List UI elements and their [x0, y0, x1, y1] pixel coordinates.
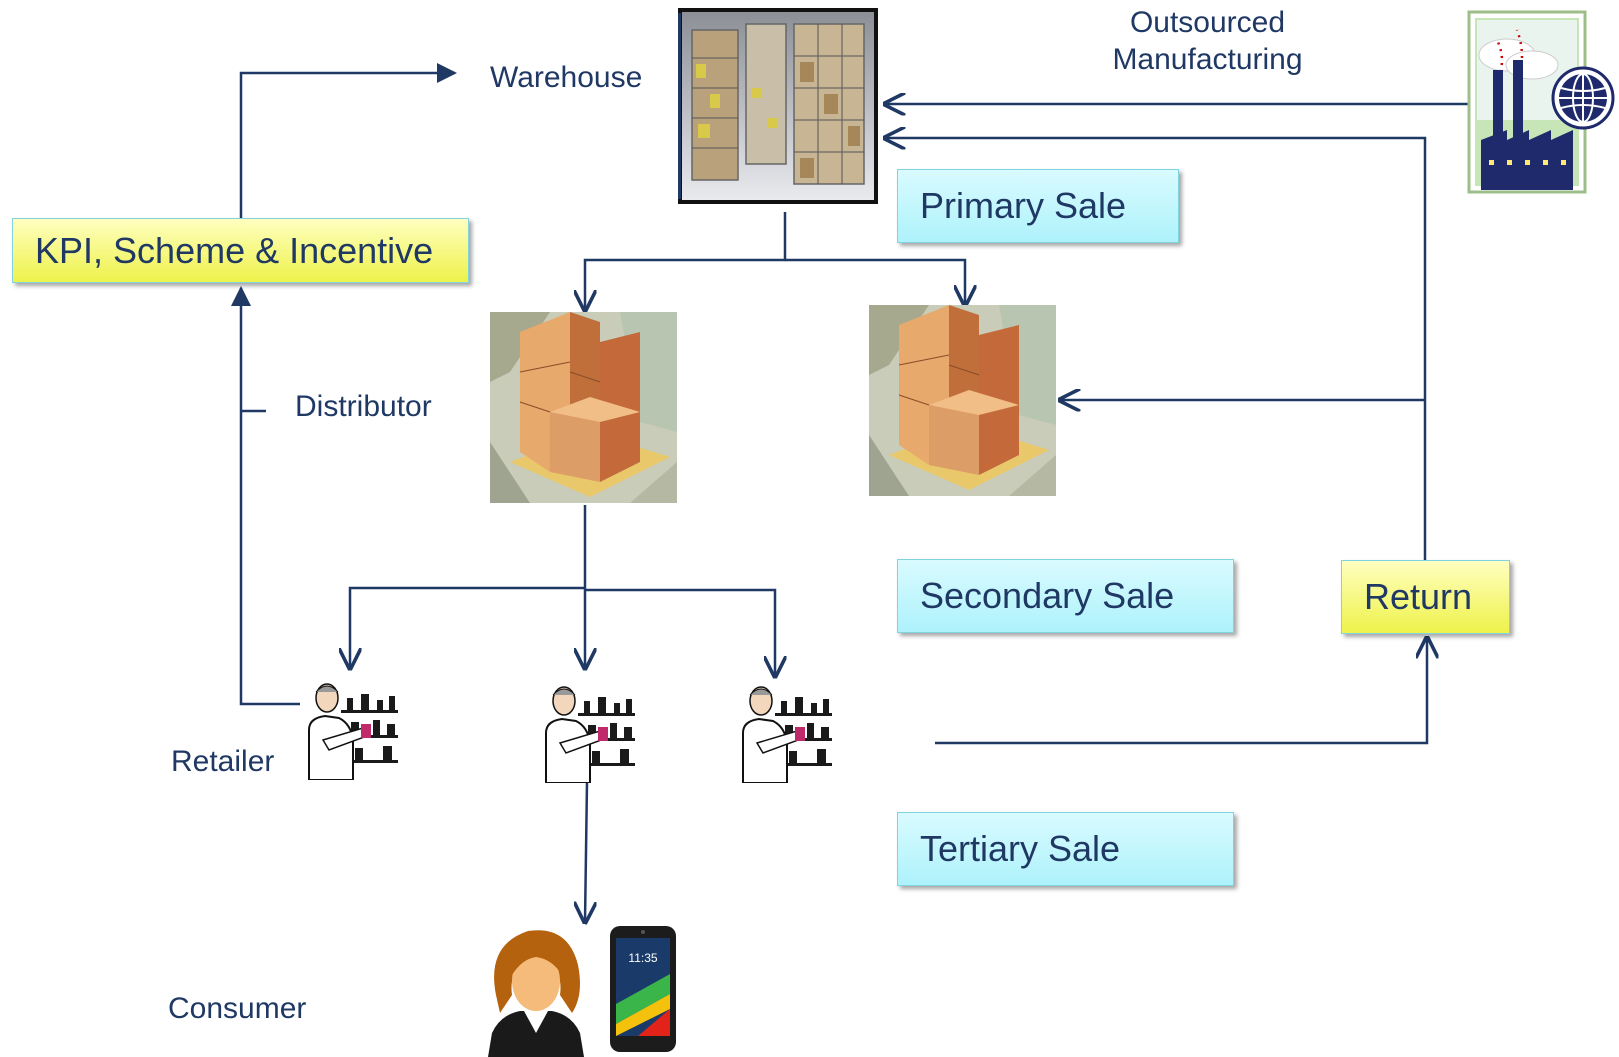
arrow-distributor-to-retailer-3 [585, 588, 775, 676]
consumer-avatar-icon [488, 930, 584, 1057]
tertiary-sale-box: Tertiary Sale [897, 812, 1234, 886]
arrow-warehouse-to-distributor-1 [585, 212, 787, 310]
arrow-to-return [935, 638, 1427, 745]
arrow-distributor-to-retailer-1 [350, 586, 585, 668]
pallet-boxes-icon [869, 305, 1056, 496]
pharmacist-retailer-icon [308, 683, 398, 780]
manufacturing-label: Manufacturing [1112, 43, 1303, 76]
warehouse-label: Warehouse [490, 61, 643, 94]
arrow-retailer-to-consumer [585, 781, 587, 922]
smartphone-icon: 11:35 [610, 926, 676, 1052]
consumer-label: Consumer [168, 992, 307, 1025]
arrow-return-to-warehouse [885, 138, 1427, 583]
primary-sale-box: Primary Sale [897, 169, 1179, 243]
kpi-box: KPI, Scheme & Incentive [12, 218, 469, 283]
phone-clock: 11:35 [628, 951, 657, 965]
retailer-label: Retailer [171, 745, 275, 778]
pharmacist-retailer-icon [545, 686, 635, 783]
arrow-retailer-to-kpi [231, 286, 300, 706]
pallet-boxes-icon [490, 312, 677, 503]
pharmacist-retailer-icon [742, 686, 832, 783]
return-box: Return [1341, 560, 1510, 634]
warehouse-photo [678, 8, 878, 204]
secondary-sale-box: Secondary Sale [897, 559, 1234, 633]
factory-globe-icon [1467, 10, 1615, 194]
arrow-warehouse-to-distributor-2 [785, 258, 965, 305]
distributor-label: Distributor [295, 390, 432, 423]
outsourced-label: Outsourced [1129, 6, 1286, 39]
arrow-kpi-to-warehouse [239, 63, 457, 218]
